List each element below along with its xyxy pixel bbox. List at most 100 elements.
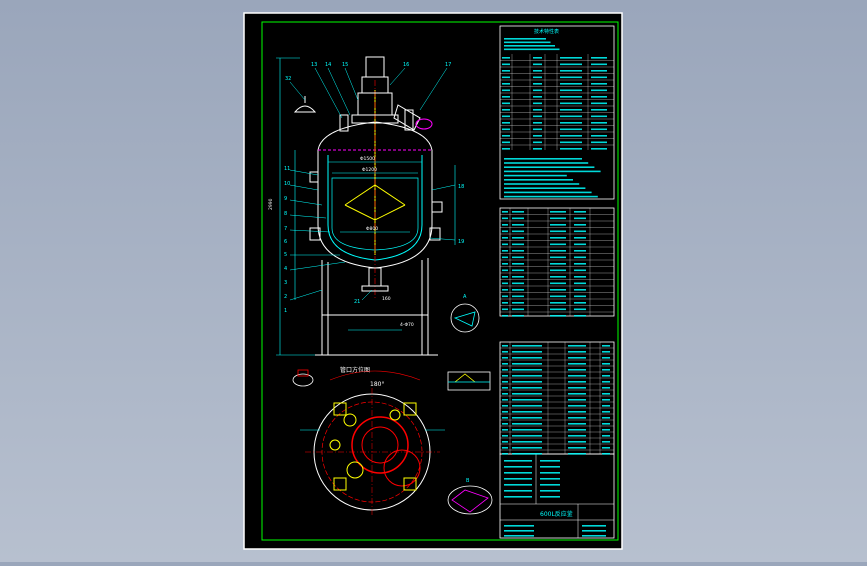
table-text-line: [568, 381, 586, 383]
drive-flange: [351, 114, 399, 124]
table-text-line: [512, 429, 542, 431]
nozzle-left: [339, 114, 349, 132]
part-number: 1: [284, 308, 287, 314]
table-text-line: [568, 441, 586, 443]
dimension-text: 160: [382, 296, 391, 302]
leaders: [289, 67, 456, 301]
table-text-line: [574, 211, 586, 213]
table-text-line: [502, 96, 510, 98]
nozzle-plan-1: [346, 461, 364, 479]
table-text-line: [502, 237, 508, 239]
detail-section-b: [451, 489, 489, 513]
table-text-line: [502, 109, 510, 111]
detail-label: B: [466, 478, 470, 484]
table-text-line: [574, 256, 586, 259]
table-text-line: [602, 447, 610, 449]
part-number: 17: [445, 62, 451, 68]
table-text-line: [502, 63, 510, 66]
table-text-line: [574, 217, 586, 220]
table-text-line: [560, 141, 582, 144]
table-text-line: [504, 162, 589, 164]
table-text-line: [502, 70, 510, 72]
table-text-line: [540, 490, 560, 492]
part-number: 8: [284, 211, 287, 217]
table-text-line: [591, 70, 607, 72]
table-text-line: [502, 393, 508, 395]
table-text-line: [591, 83, 607, 85]
table-text-line: [602, 423, 610, 425]
part-number: 16: [403, 62, 409, 68]
table-text-line: [574, 224, 586, 226]
table-text-line: [550, 263, 566, 265]
detail-label: A: [463, 294, 467, 300]
table-text-line: [502, 411, 508, 413]
table-text-line: [582, 525, 606, 527]
table-text-line: [591, 102, 607, 105]
table-text-line: [574, 289, 586, 291]
title-block: [499, 453, 615, 539]
table-text-line: [533, 122, 542, 124]
table-text-line: [512, 345, 542, 347]
table-text-line: [550, 243, 566, 246]
table-text-line: [591, 89, 607, 92]
table-text-line: [560, 63, 582, 66]
table-text-line: [512, 289, 524, 291]
table-text-line: [560, 115, 582, 118]
table-text-line: [574, 315, 586, 317]
table-text-line: [502, 423, 508, 425]
table-text-line: [560, 128, 582, 131]
table-text-line: [512, 411, 542, 413]
table-text-line: [602, 375, 610, 377]
drive-flange-inner: [361, 426, 399, 464]
table-text-line: [502, 217, 508, 220]
table-text-line: [574, 250, 586, 252]
table-text-line: [504, 45, 555, 47]
table-text-line: [574, 295, 586, 298]
table-text-line: [550, 230, 566, 233]
table-text-line: [512, 447, 542, 449]
tables-area: 技术特性表 600L反应釜: [499, 25, 615, 539]
table-text-line: [502, 128, 510, 131]
table-text-line: [502, 76, 510, 79]
table-text-line: [602, 411, 610, 413]
table-text-line: [550, 315, 566, 317]
table-text-line: [502, 399, 508, 401]
table-text-line: [502, 387, 508, 389]
table-text-line: [504, 166, 595, 168]
part-number: 15: [342, 62, 348, 68]
table-text-line: [502, 363, 508, 365]
nozzle-plan-2: [343, 413, 357, 427]
table-text-line: [540, 472, 560, 474]
part-number: 4: [284, 266, 287, 272]
impeller: [344, 184, 406, 221]
table-text-line: [502, 135, 510, 137]
manhole-plan: [383, 449, 421, 487]
table-text-line: [602, 417, 610, 419]
table-text-line: [533, 57, 542, 59]
table-text-line: [502, 302, 508, 304]
table-text-line: [568, 393, 586, 395]
table-text-line: [502, 148, 510, 150]
table-text-line: [504, 460, 532, 462]
part-number: 13: [311, 62, 317, 68]
table-text-line: [512, 363, 542, 365]
table-text-line: [502, 115, 510, 118]
table-text-line: [591, 109, 607, 111]
table-text-line: [591, 122, 607, 124]
table-text-line: [504, 472, 532, 474]
table-text-line: [591, 63, 607, 66]
table-text-line: [502, 269, 508, 272]
part-number: 18: [458, 184, 464, 190]
lug-plan-4: [403, 477, 417, 491]
table-text-line: [502, 57, 510, 59]
table-text-line: [568, 387, 586, 389]
vessel-elevation: [293, 56, 443, 356]
table-text-line: [602, 405, 610, 407]
table-text-line: [568, 357, 586, 359]
manhole-neck: [393, 104, 421, 131]
table-text-line: [560, 96, 582, 98]
table-text-line: [502, 89, 510, 92]
nozzle-plan-3: [389, 409, 401, 421]
table-text-line: [540, 460, 560, 462]
table-text-line: [512, 399, 542, 401]
